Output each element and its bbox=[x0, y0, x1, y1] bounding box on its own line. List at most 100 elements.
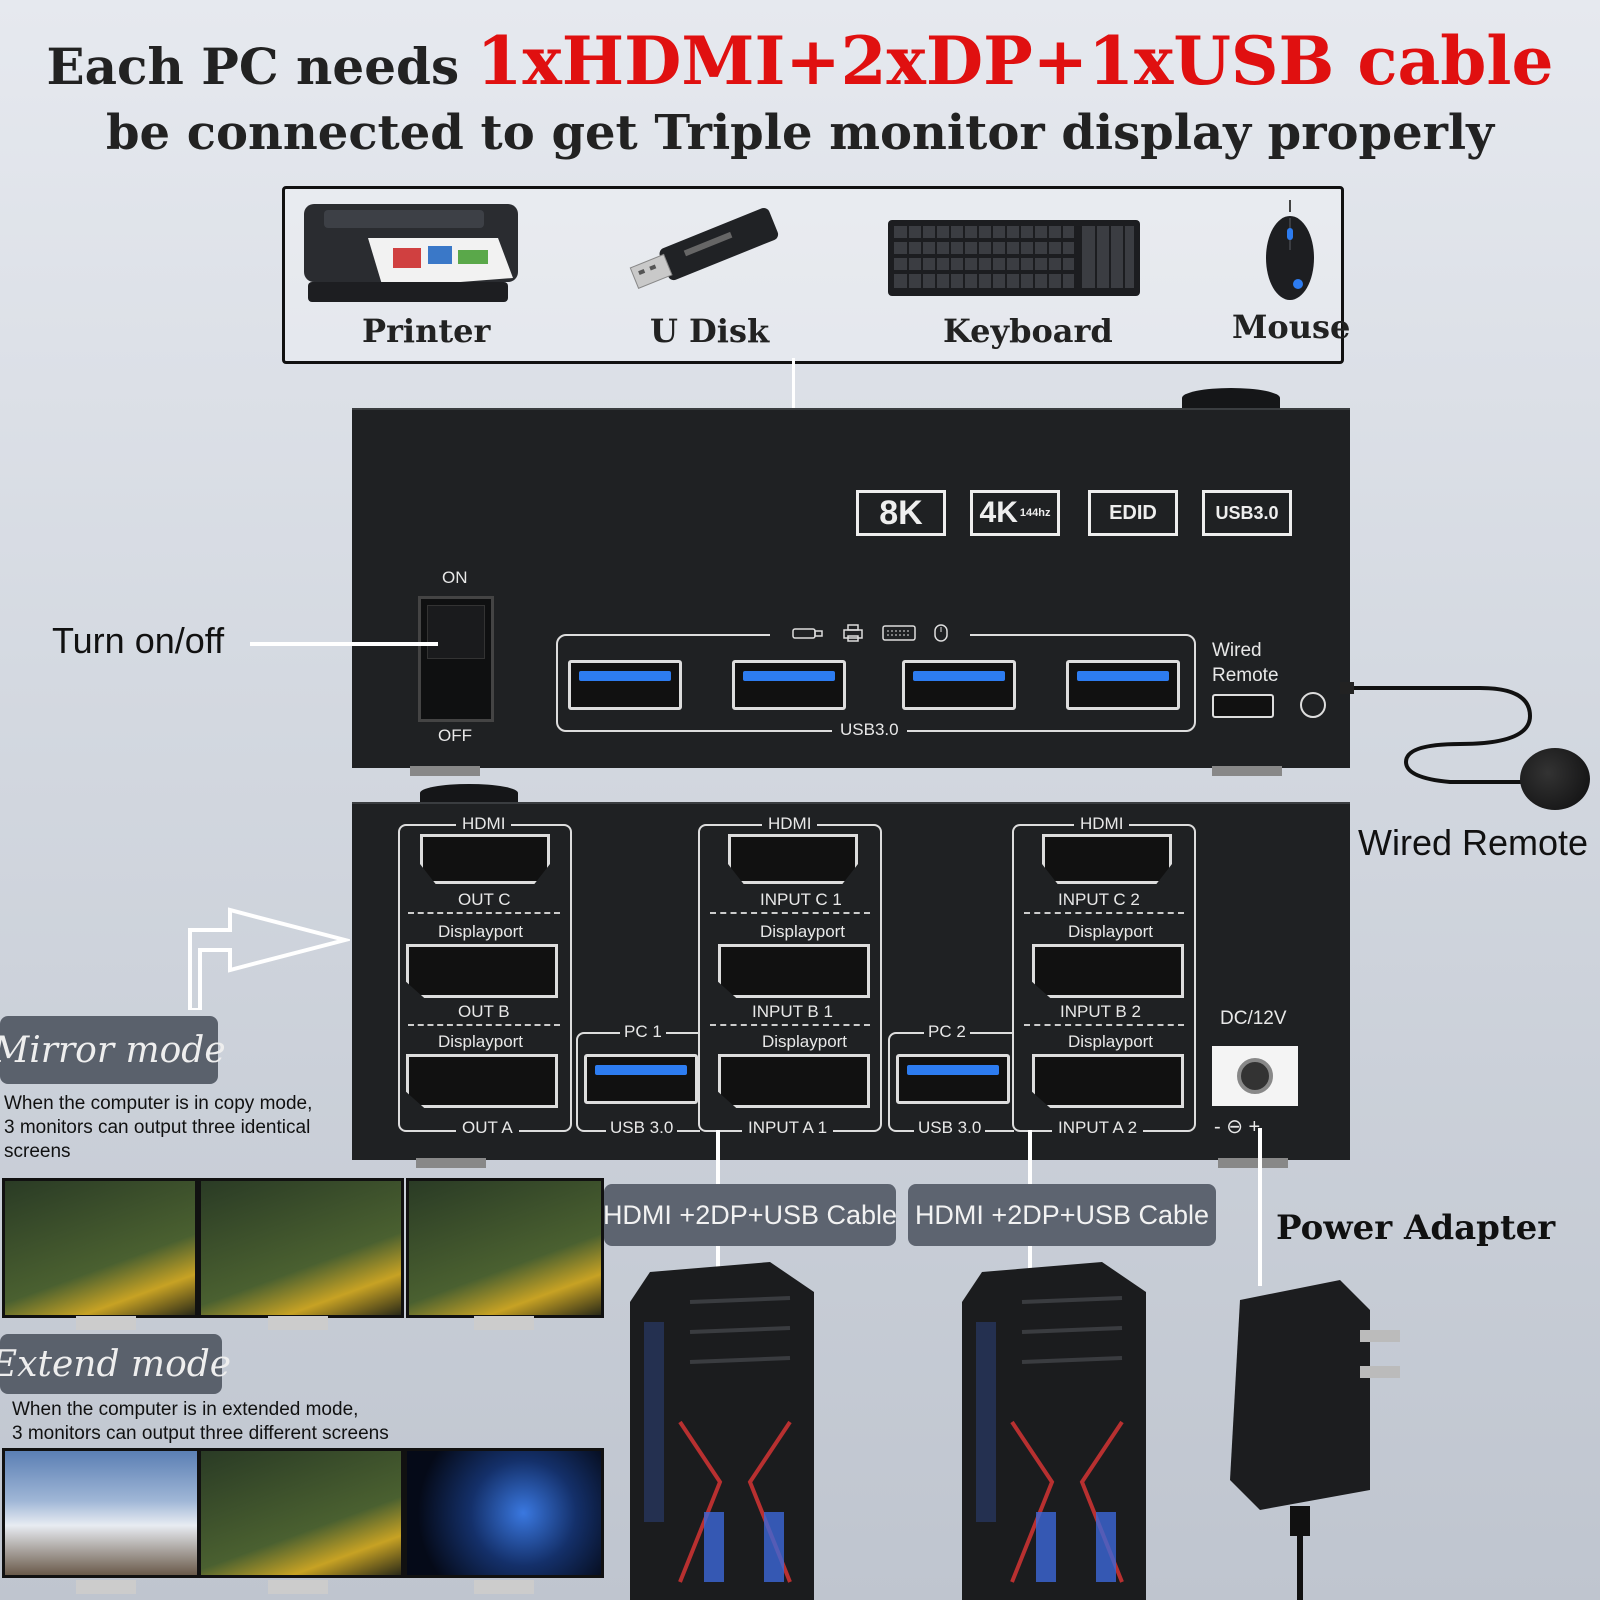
dc-label: DC/12V bbox=[1220, 1008, 1287, 1029]
extend-stand-2 bbox=[268, 1580, 328, 1594]
front-usb-port-2[interactable] bbox=[732, 660, 846, 710]
callout-wired-remote: Wired Remote bbox=[1358, 822, 1589, 863]
front-usb-port-4[interactable] bbox=[1066, 660, 1180, 710]
power-switch[interactable] bbox=[418, 596, 494, 722]
usb3-label: USB3.0 bbox=[832, 720, 907, 740]
wired-remote-port-label: Wired Remote bbox=[1212, 640, 1279, 686]
badge-usb3: USB3.0 bbox=[1202, 490, 1292, 536]
switch-on-label: ON bbox=[442, 568, 468, 587]
out-c-hdmi-port[interactable] bbox=[420, 834, 550, 884]
extend-monitor-3 bbox=[404, 1448, 604, 1578]
keyboard-icon bbox=[886, 218, 1142, 298]
pc1-usb-label: USB 3.0 bbox=[606, 1118, 678, 1138]
usb-stick-icon bbox=[792, 628, 823, 639]
power-adapter-label: Power Adapter bbox=[1276, 1208, 1556, 1248]
input-c2-hdmi-port[interactable] bbox=[1042, 834, 1172, 884]
wired-remote-cable bbox=[1340, 682, 1550, 784]
front-usb-port-3[interactable] bbox=[902, 660, 1016, 710]
mirror-monitor-3 bbox=[406, 1178, 604, 1318]
front-foot-left bbox=[410, 766, 480, 776]
mouse-icon bbox=[1260, 198, 1320, 304]
wired-remote-port[interactable] bbox=[1212, 694, 1274, 718]
printer-label: Printer bbox=[362, 312, 491, 350]
input-b2-dp-port[interactable] bbox=[1032, 944, 1184, 998]
usb-device-icons bbox=[770, 622, 970, 644]
headline-line-2: be connected to get Triple monitor displ… bbox=[105, 105, 1495, 161]
extend-monitors bbox=[0, 1448, 604, 1600]
pc2-cable-label: HDMI +2DP+USB Cable bbox=[908, 1184, 1216, 1246]
out-hdmi-title: HDMI bbox=[456, 814, 512, 834]
dc-power-jack[interactable] bbox=[1212, 1046, 1298, 1106]
pc1-hdmi-title: HDMI bbox=[762, 814, 818, 834]
printer-icon bbox=[298, 198, 526, 308]
pc1-dp1-title: Displayport bbox=[760, 922, 846, 941]
extend-mode-title: Extend mode bbox=[0, 1334, 231, 1394]
pc1-dp2-title: Displayport bbox=[762, 1032, 848, 1051]
pc1-divider-2 bbox=[710, 1024, 870, 1026]
pc2-divider-2 bbox=[1024, 1024, 1184, 1026]
input-c1-label: INPUT C 1 bbox=[760, 890, 842, 909]
front-usb-port-1[interactable] bbox=[568, 660, 682, 710]
back-foot-left bbox=[416, 1158, 486, 1168]
out-a-label: OUT A bbox=[456, 1118, 519, 1138]
input-a1-dp-port[interactable] bbox=[718, 1054, 870, 1108]
dc-polarity: - ⊖ + bbox=[1214, 1116, 1261, 1138]
pc1-label: PC 1 bbox=[620, 1022, 666, 1042]
out-divider-2 bbox=[408, 1024, 560, 1026]
headline-line-1: Each PC needs 1xHDMI+2xDP+1xUSB cable bbox=[0, 28, 1600, 98]
pc2-divider-1 bbox=[1024, 912, 1184, 914]
pc2-usb-port[interactable] bbox=[896, 1054, 1010, 1104]
input-a2-label: INPUT A 2 bbox=[1052, 1118, 1144, 1138]
mirror-mode-desc: When the computer is in copy mode, 3 mon… bbox=[4, 1093, 313, 1162]
back-knob bbox=[420, 784, 518, 802]
back-foot-right bbox=[1218, 1158, 1288, 1168]
callout-power: Turn on/off bbox=[52, 620, 225, 661]
badge-4k-text: 4K bbox=[979, 496, 1018, 529]
out-divider-1 bbox=[408, 912, 560, 914]
mirror-stand-2 bbox=[268, 1316, 328, 1330]
pc1-usb-port[interactable] bbox=[584, 1054, 698, 1104]
connector-line bbox=[792, 358, 795, 410]
pc2-usb-label: USB 3.0 bbox=[914, 1118, 986, 1138]
pc2-hdmi-title: HDMI bbox=[1074, 814, 1130, 834]
input-b1-dp-port[interactable] bbox=[718, 944, 870, 998]
front-foot-right bbox=[1212, 766, 1282, 776]
input-c2-label: INPUT C 2 bbox=[1058, 890, 1140, 909]
input-a2-dp-port[interactable] bbox=[1032, 1054, 1184, 1108]
mirror-monitor-1 bbox=[2, 1178, 198, 1318]
out-c-label: OUT C bbox=[458, 890, 511, 909]
headline-prefix: Each PC needs bbox=[46, 37, 477, 96]
mirror-monitor-2 bbox=[198, 1178, 404, 1318]
input-b2-label: INPUT B 2 bbox=[1060, 1002, 1141, 1021]
extend-stand-1 bbox=[76, 1580, 136, 1594]
extend-mode-desc: When the computer is in extended mode, 3… bbox=[12, 1399, 389, 1444]
mirror-mode-title: Mirror mode bbox=[0, 1016, 226, 1084]
udisk-label: U Disk bbox=[650, 312, 770, 350]
out-b-label: OUT B bbox=[458, 1002, 510, 1021]
usb-drive-icon bbox=[614, 200, 788, 296]
pc2-dp1-title: Displayport bbox=[1068, 922, 1154, 941]
input-a1-label: INPUT A 1 bbox=[742, 1118, 834, 1138]
out-b-dp-port[interactable] bbox=[406, 944, 558, 998]
front-knob bbox=[1182, 388, 1280, 408]
pc2-label: PC 2 bbox=[924, 1022, 970, 1042]
printer-small-icon bbox=[843, 624, 863, 642]
switch-off-label: OFF bbox=[438, 726, 472, 745]
remote-port-symbol bbox=[1300, 692, 1326, 718]
keyboard-small-icon bbox=[882, 625, 916, 641]
pc1-divider-1 bbox=[710, 912, 870, 914]
pc1-cable-label: HDMI +2DP+USB Cable bbox=[603, 1184, 897, 1246]
pc2-tower bbox=[962, 1262, 1146, 1600]
power-adapter-icon bbox=[1230, 1280, 1400, 1600]
wired-remote-puck[interactable] bbox=[1520, 748, 1590, 810]
power-cable-line bbox=[1258, 1128, 1262, 1286]
out-a-dp-port[interactable] bbox=[406, 1054, 558, 1108]
mirror-monitors bbox=[0, 1178, 604, 1330]
headline-highlight: 1xHDMI+2xDP+1xUSB cable bbox=[476, 22, 1554, 100]
mirror-stand-3 bbox=[474, 1316, 534, 1330]
input-c1-hdmi-port[interactable] bbox=[728, 834, 858, 884]
extend-monitor-1 bbox=[2, 1448, 200, 1578]
kvm-front-panel bbox=[352, 408, 1350, 768]
extend-monitor-2 bbox=[198, 1448, 404, 1578]
